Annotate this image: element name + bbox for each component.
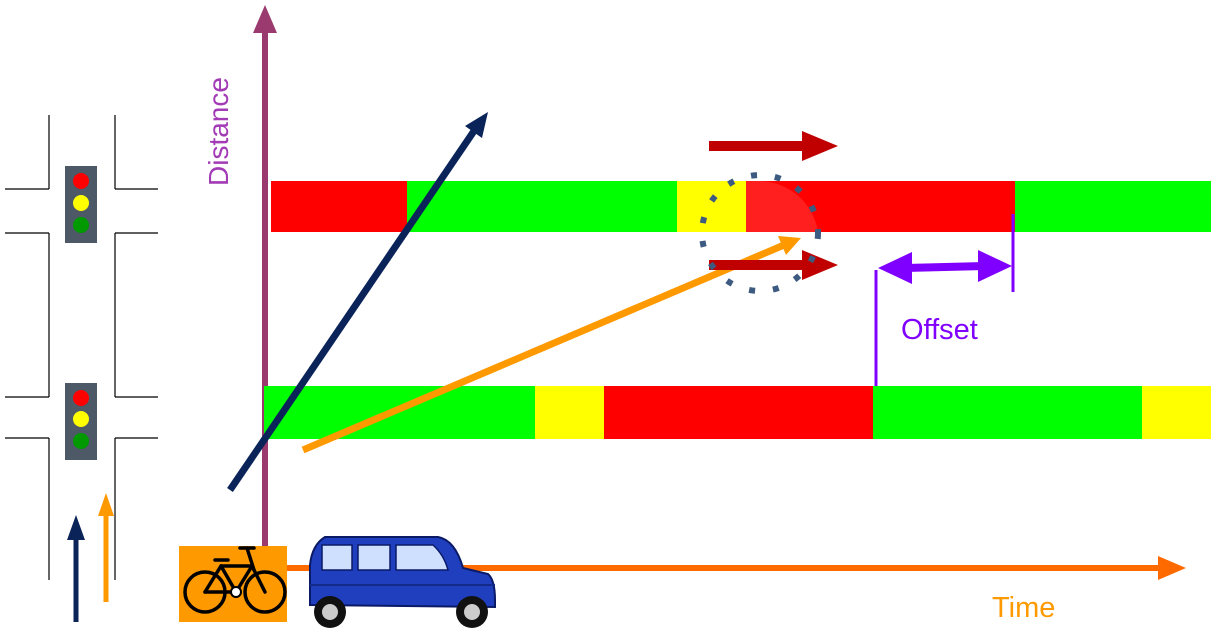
- car-icon: [310, 537, 495, 628]
- lower-signal-timing-bar: [264, 386, 1211, 439]
- green-lamp: [73, 217, 89, 233]
- flow-arrow-top: [709, 131, 838, 161]
- yellow-lamp: [73, 411, 89, 427]
- distance-axis-label: Distance: [203, 77, 234, 186]
- traffic-light-icon: [65, 166, 97, 243]
- yellow-lamp: [73, 195, 89, 211]
- time-axis-label: Time: [992, 592, 1055, 624]
- bicycle-icon: [179, 546, 287, 622]
- offset-label: Offset: [901, 314, 978, 346]
- up-arrow-icon: [67, 515, 85, 622]
- green-lamp: [73, 433, 89, 449]
- traffic-light-icon: [65, 383, 97, 460]
- flow-arrow-bottom: [709, 250, 838, 280]
- offset-indicator: [876, 214, 1013, 386]
- up-arrow-icon: [98, 493, 114, 602]
- red-lamp: [73, 173, 89, 189]
- distance-axis: [253, 5, 277, 580]
- red-lamp: [73, 390, 89, 406]
